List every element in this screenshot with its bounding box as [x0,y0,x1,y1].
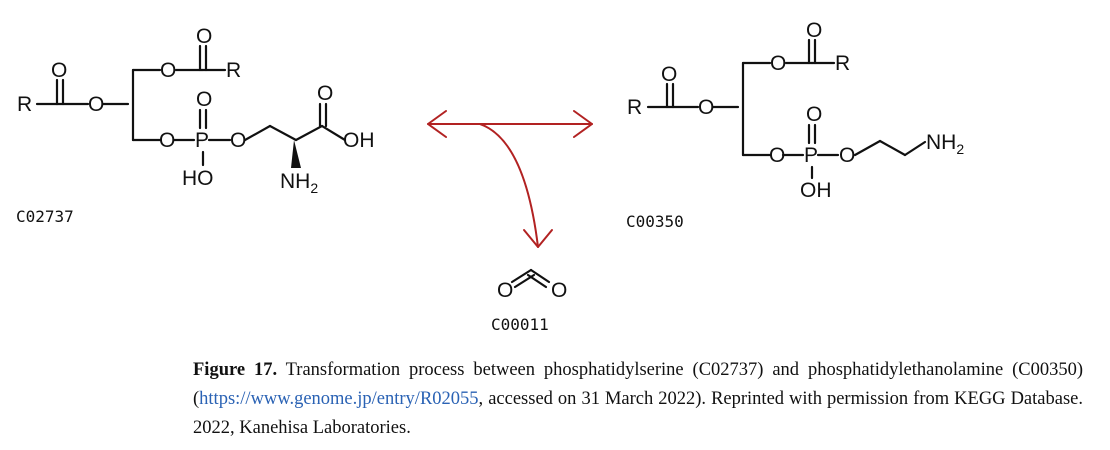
atom-o: O [160,59,176,82]
kegg-link[interactable]: https://www.genome.jp/entry/R02055 [199,389,479,409]
caption-text: Transformation process between phosphati… [193,360,1083,409]
atom-o: O [839,144,855,167]
reaction-arrows [427,110,593,248]
side-product-arrow [479,123,539,248]
atom-o: O [317,82,333,105]
caption-text-end: , accessed on 31 March 2022). Reprinted … [193,389,1083,438]
atom-o: O [698,96,714,119]
atom-r: R [17,93,32,116]
bonds-phosphatidylserine [35,44,347,168]
atom-o: O [230,129,246,152]
structure-phosphatidylethanolamine: R O O O O R O O P O OH NH2 C00350 [626,19,964,231]
figure-caption: Figure 17. Transformation process betwee… [193,356,1083,443]
atom-r: R [627,96,642,119]
structure-phosphatidylserine: R O O O O R O O P O HO O OH NH2 C02737 [16,25,375,226]
reaction-scheme: R O O O O R O O P O HO O OH NH2 C02737 [16,19,964,334]
figure-label: Figure 17. [193,360,278,380]
bonds-phosphatidylethanolamine [646,38,927,180]
atom-ho: HO [182,167,214,190]
atom-r: R [226,59,241,82]
atom-oh: OH [343,129,375,152]
atom-o: O [806,19,822,42]
arrowhead-left [427,110,447,138]
atom-nh2: NH2 [926,131,964,157]
atom-oh: OH [800,179,832,202]
compound-id-left: C02737 [16,207,74,226]
atom-o: O [770,52,786,75]
atom-nh2: NH2 [280,170,318,196]
atom-o: O [661,63,677,86]
atom-o: O [196,88,212,111]
atom-p: P [804,144,818,167]
atom-o: O [88,93,104,116]
atom-o: O [551,279,567,302]
atom-p: P [195,129,209,152]
compound-id-right: C00350 [626,212,684,231]
bonds-carbon-dioxide [510,268,551,289]
arrowhead-right [573,110,593,138]
arrowhead-down [523,229,553,248]
atom-r: R [835,52,850,75]
atom-o: O [51,59,67,82]
atom-o: O [806,103,822,126]
atom-o: O [196,25,212,48]
atom-o: O [769,144,785,167]
compound-id-bottom: C00011 [491,315,549,334]
structure-carbon-dioxide: O O C00011 [491,268,567,334]
atom-o: O [159,129,175,152]
atom-o: O [497,279,513,302]
